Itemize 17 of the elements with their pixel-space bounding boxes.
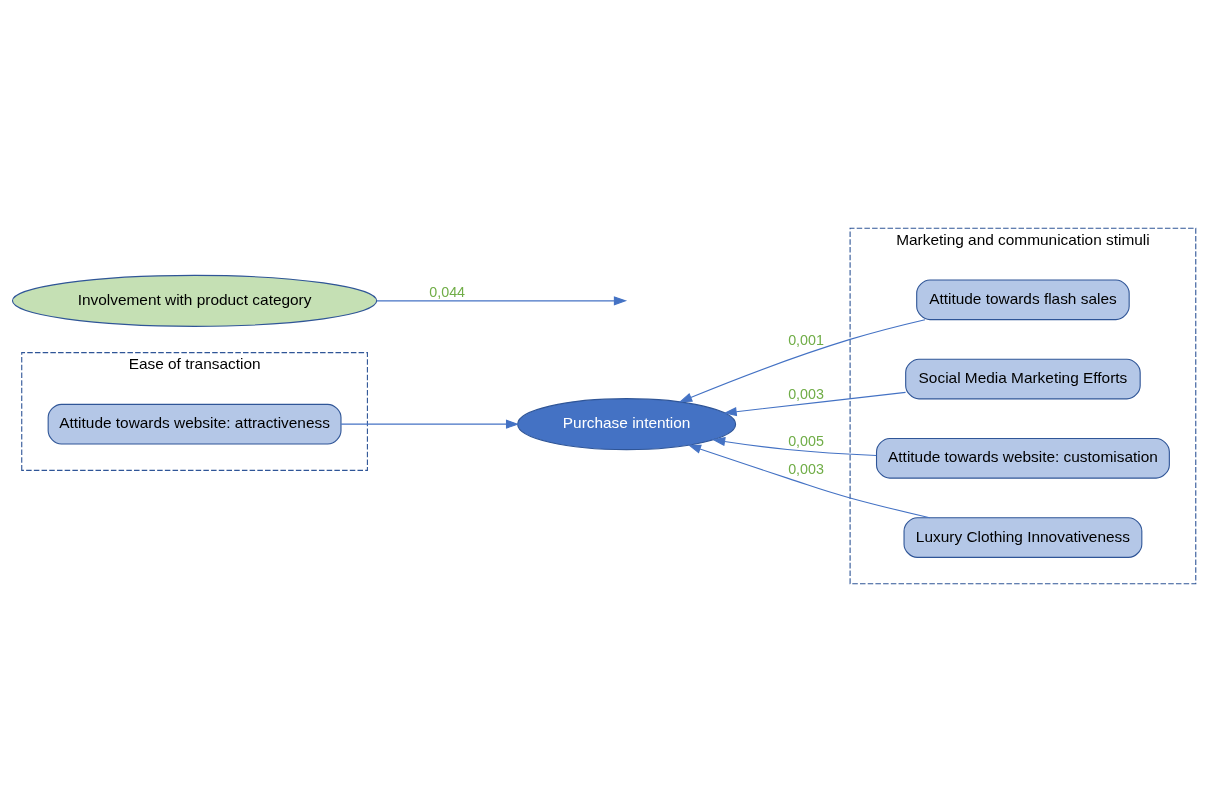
node-box: Social Media Marketing Efforts (905, 358, 1141, 400)
node-box: Attitude towards website: attractiveness (47, 403, 342, 445)
edge-label: 0,003 (788, 461, 824, 478)
arrow (687, 444, 931, 519)
edge-label: 0,003 (788, 386, 824, 403)
arrow (678, 319, 926, 403)
node-box: Attitude towards flash sales (916, 279, 1130, 321)
edge-label: 0,001 (788, 332, 824, 349)
edge-label: 0,044 (429, 283, 466, 300)
arrow (723, 391, 907, 417)
arrow (712, 436, 877, 457)
node-box: Attitude towards website: customisation (875, 437, 1170, 479)
node-box: Luxury Clothing Innovativeness (903, 517, 1143, 558)
arrow (376, 296, 628, 306)
node-ellipse: Involvement with product category (11, 274, 378, 327)
arrow (340, 419, 520, 429)
edge-label: 0,005 (788, 432, 824, 449)
